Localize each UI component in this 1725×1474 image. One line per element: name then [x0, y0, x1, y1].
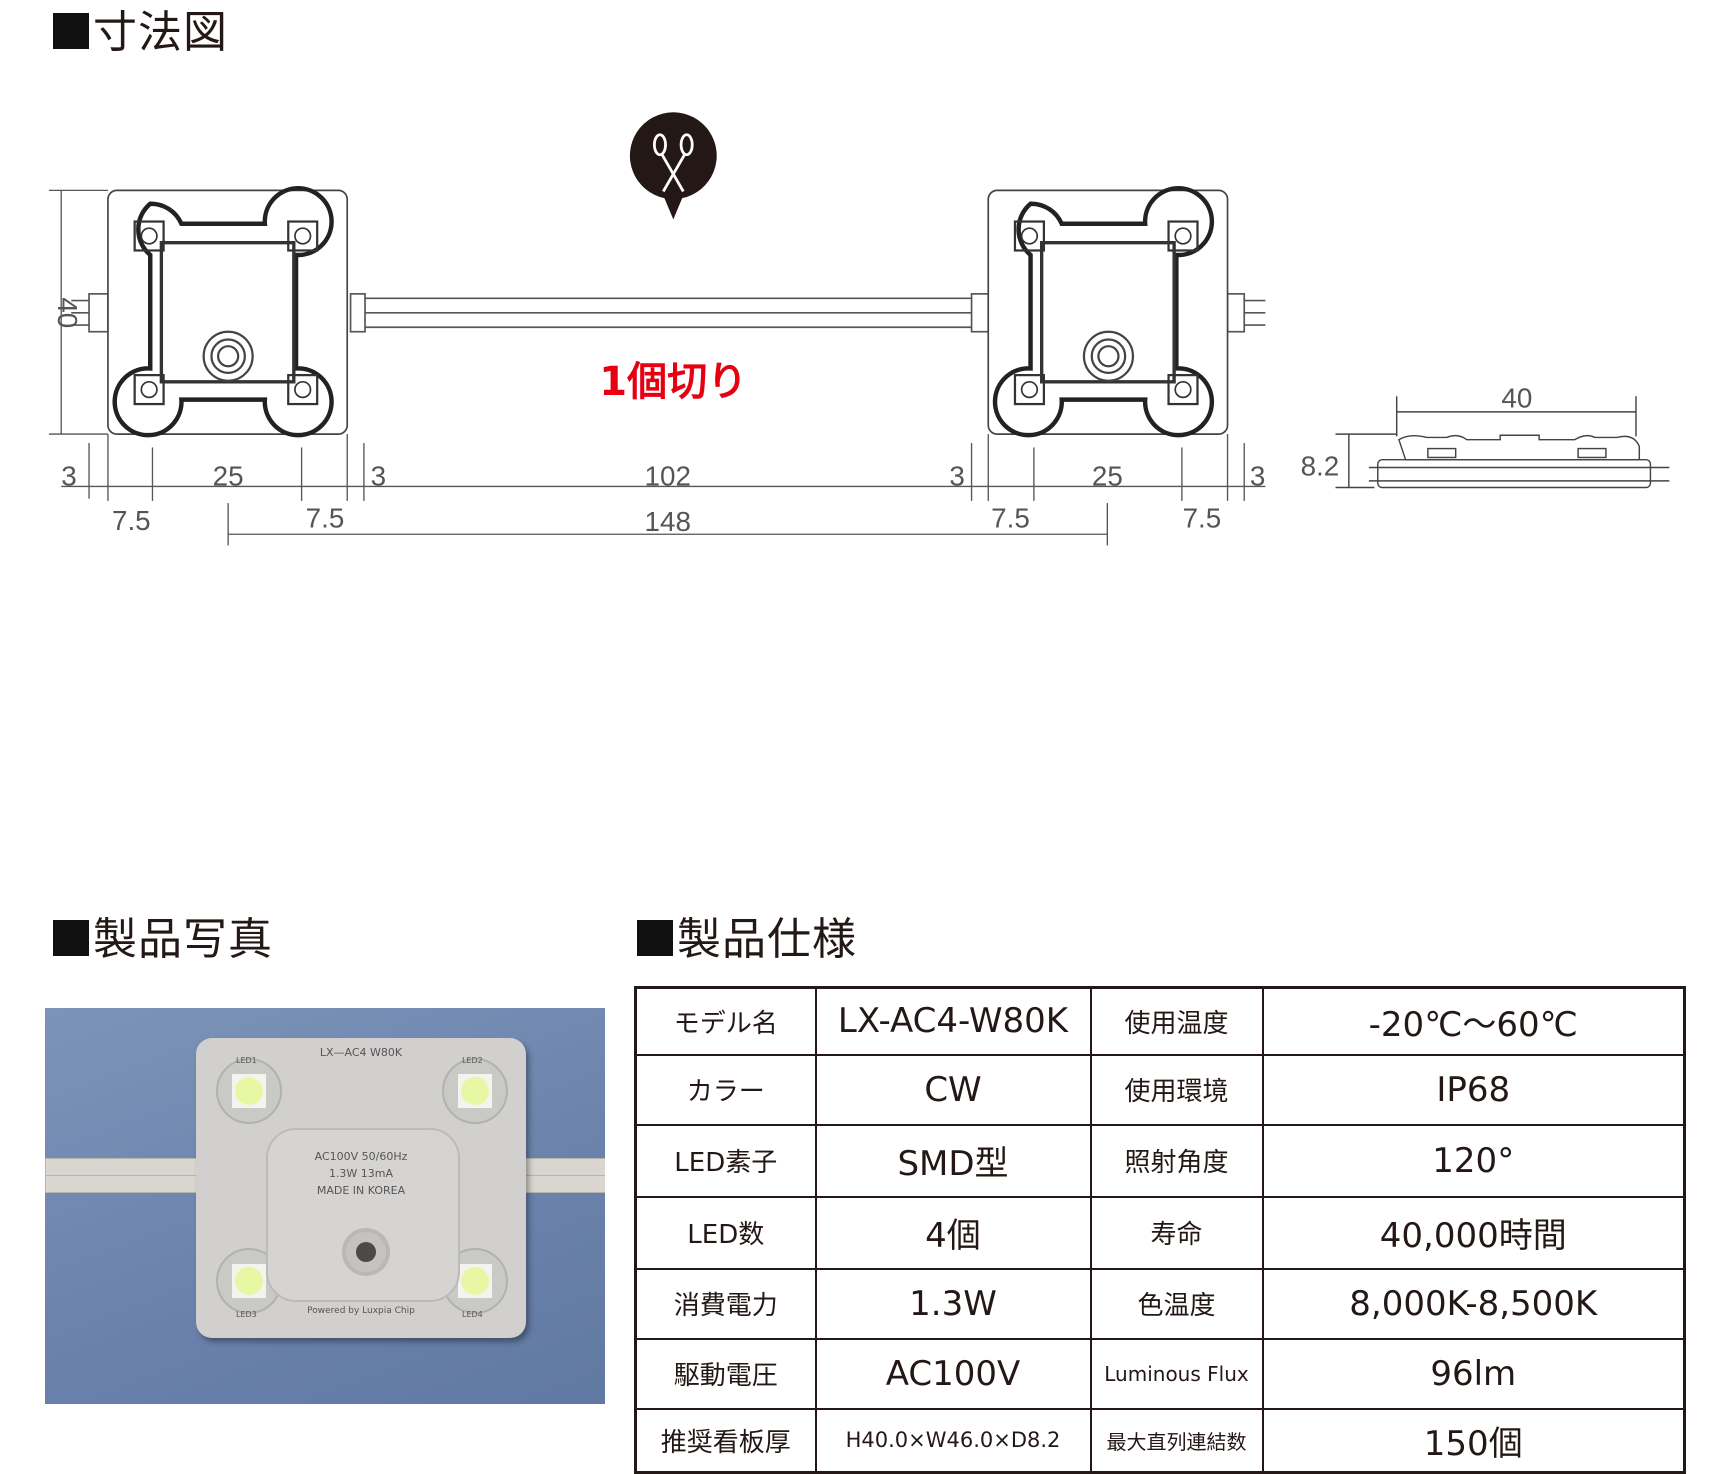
spec-label: 推奨看板厚	[634, 1407, 817, 1474]
side-width-dimension: 40	[1501, 382, 1532, 413]
dim-label: 102	[645, 460, 691, 491]
spec-value: 120°	[1261, 1123, 1686, 1198]
dim-label: 25	[1092, 460, 1123, 491]
spec-value: -20℃～60℃	[1261, 986, 1686, 1056]
table-row: 推奨看板厚 H40.0×W46.0×D8.2 最大直列連結数 150個	[634, 1407, 1686, 1474]
led-label: LED2	[462, 1056, 483, 1065]
dim-label: 3	[61, 460, 76, 491]
table-row: LED数 4個 寿命 40,000時間	[634, 1195, 1686, 1270]
dim-label: 7.5	[306, 503, 345, 534]
scissors-icon	[629, 112, 717, 220]
spec-value: LX-AC4-W80K	[814, 986, 1092, 1056]
spec-value: 96lm	[1261, 1337, 1686, 1410]
spec-table: モデル名 LX-AC4-W80K 使用温度 -20℃～60℃ カラー CW 使用…	[634, 986, 1686, 1474]
spec-value: 8,000K-8,500K	[1261, 1267, 1686, 1340]
spec-label: カラー	[634, 1053, 817, 1126]
spec-value: CW	[814, 1053, 1092, 1126]
cut-label: 1個切り	[599, 359, 747, 405]
print-line: 1.3W 13mA	[328, 1167, 394, 1180]
cable	[515, 1158, 605, 1176]
spec-value: 150個	[1261, 1407, 1686, 1474]
height-dimension: 40	[52, 297, 83, 328]
heading-text: 製品写真	[93, 914, 273, 965]
dim-label: 3	[1250, 460, 1265, 491]
table-row: カラー CW 使用環境 IP68	[634, 1053, 1686, 1126]
spec-value: SMD型	[814, 1123, 1092, 1198]
table-row: LED素子 SMD型 照射角度 120°	[634, 1123, 1686, 1198]
square-bullet-icon	[53, 13, 89, 49]
side-depth-dimension: 8.2	[1301, 450, 1340, 481]
spec-label: 使用環境	[1089, 1053, 1264, 1126]
side-view	[1335, 396, 1670, 489]
dim-label: 7.5	[1183, 503, 1222, 534]
led-label: LED3	[236, 1310, 257, 1319]
product-photo: LX—AC4 W80K LED1 LED2 LED3 LED4 AC100V 5…	[45, 1008, 605, 1404]
spec-label: LED素子	[634, 1123, 817, 1198]
dim-label: 7.5	[112, 505, 151, 536]
model-print: LX—AC4 W80K	[319, 1046, 403, 1059]
dimensions-heading: 寸法図	[53, 8, 228, 58]
table-row: 消費電力 1.3W 色温度 8,000K-8,500K	[634, 1267, 1686, 1340]
photo-heading: 製品写真	[53, 915, 273, 965]
led-label: LED4	[462, 1310, 483, 1319]
led-module: LX—AC4 W80K LED1 LED2 LED3 LED4 AC100V 5…	[196, 1038, 526, 1338]
table-row: 駆動電圧 AC100V Luminous Flux 96lm	[634, 1337, 1686, 1410]
spec-heading: 製品仕様	[637, 915, 857, 965]
spec-label: LED数	[634, 1195, 817, 1270]
led-1	[216, 1058, 282, 1124]
cable	[45, 1175, 207, 1193]
print-footer: Powered by Luxpia Chip	[307, 1306, 415, 1316]
dim-label: 25	[213, 460, 244, 491]
spec-value: AC100V	[814, 1337, 1092, 1410]
spec-label: 最大直列連結数	[1089, 1407, 1264, 1474]
spec-value: 1.3W	[814, 1267, 1092, 1340]
dimension-drawing: 1個切り 40 3 25 3 102 3 25 3 7.5 7.5 148 7.…	[48, 112, 1670, 546]
square-bullet-icon	[53, 920, 89, 956]
dim-label: 148	[645, 506, 691, 537]
dim-label: 3	[949, 460, 964, 491]
spec-value: IP68	[1261, 1053, 1686, 1126]
dim-label: 7.5	[991, 503, 1030, 534]
spec-label: モデル名	[634, 986, 817, 1056]
mounting-hole	[342, 1228, 390, 1276]
spec-value: 4個	[814, 1195, 1092, 1270]
square-bullet-icon	[637, 920, 673, 956]
cable	[45, 1158, 207, 1176]
spec-label: 色温度	[1089, 1267, 1264, 1340]
led-module-left	[108, 188, 347, 435]
spec-label: 使用温度	[1089, 986, 1264, 1056]
led-module-right	[988, 188, 1227, 435]
led-2	[442, 1058, 508, 1124]
spec-label: 照射角度	[1089, 1123, 1264, 1198]
spec-value: H40.0×W46.0×D8.2	[814, 1407, 1092, 1474]
dim-label: 3	[371, 460, 386, 491]
table-row: モデル名 LX-AC4-W80K 使用温度 -20℃～60℃	[634, 986, 1686, 1056]
heading-text: 製品仕様	[677, 914, 857, 965]
print-line: AC100V 50/60Hz	[314, 1150, 408, 1163]
spec-label: Luminous Flux	[1089, 1337, 1264, 1410]
spec-value: 40,000時間	[1261, 1195, 1686, 1270]
spec-label: 消費電力	[634, 1267, 817, 1340]
heading-text: 寸法図	[93, 7, 228, 58]
led-label: LED1	[236, 1056, 257, 1065]
spec-label: 寿命	[1089, 1195, 1264, 1270]
print-line: MADE IN KOREA	[316, 1184, 406, 1197]
cable	[515, 1175, 605, 1193]
spec-label: 駆動電圧	[634, 1337, 817, 1410]
